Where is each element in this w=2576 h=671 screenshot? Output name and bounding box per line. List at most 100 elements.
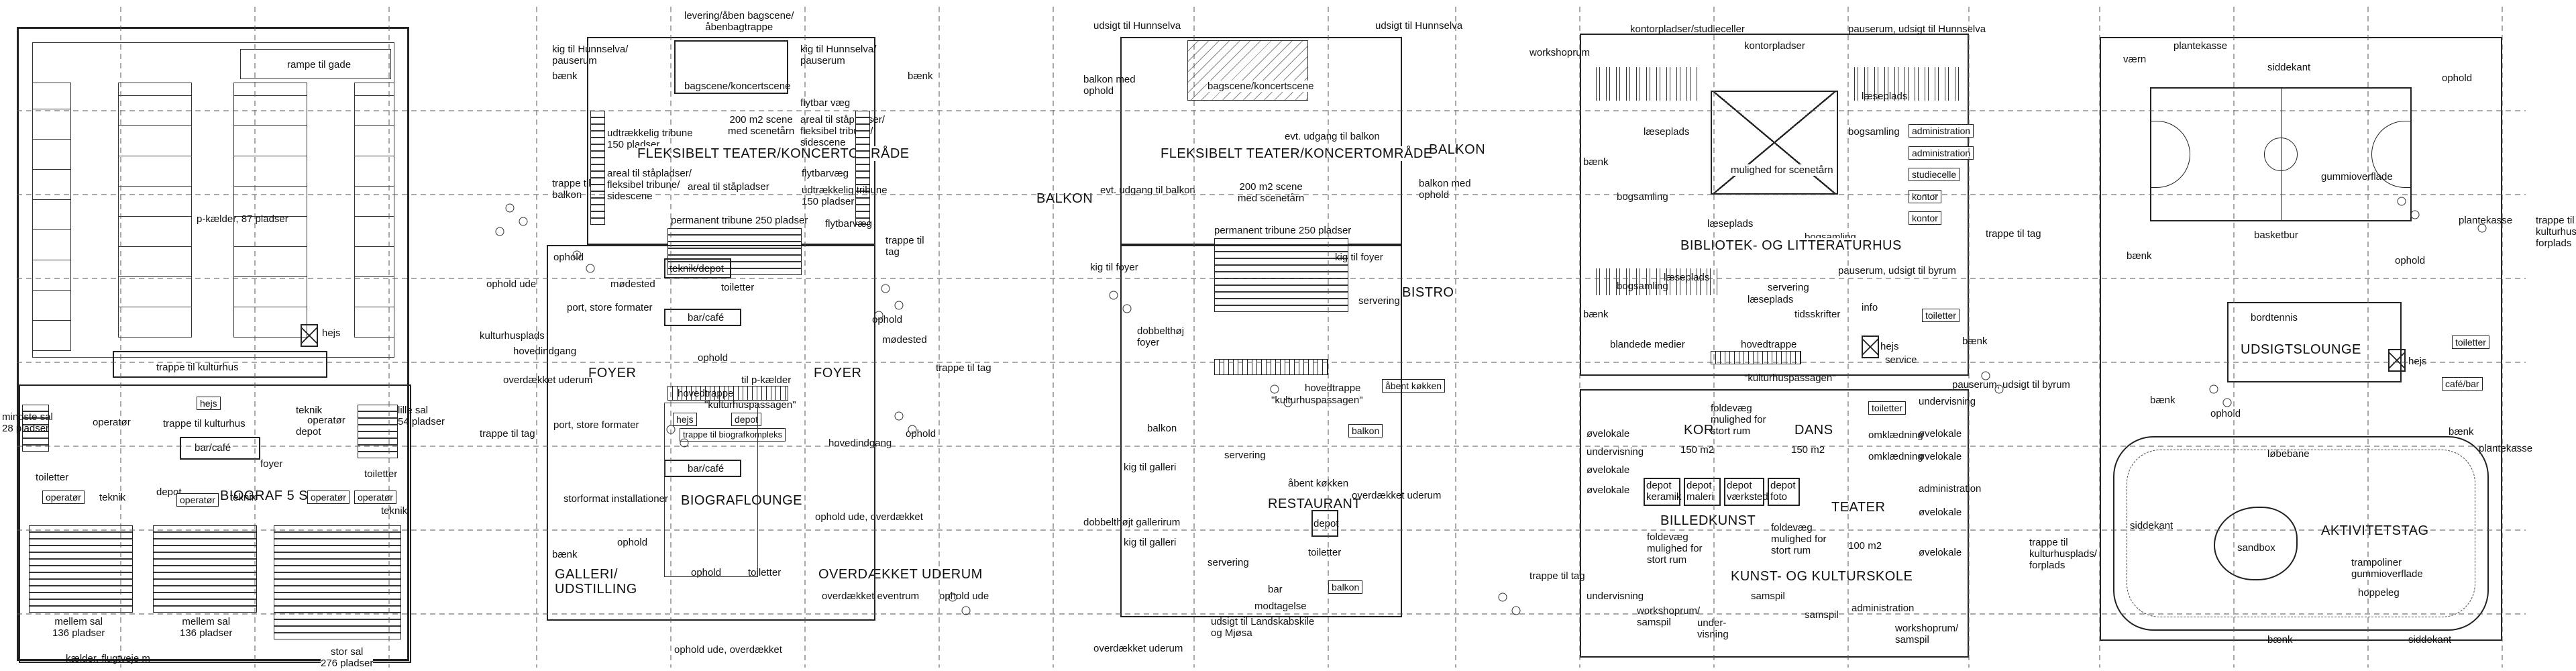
activity-roof-title: AKTIVITETSTAG — [2321, 523, 2429, 538]
ensemble-1: samspil — [1751, 590, 1785, 602]
stay-5: ophold — [617, 537, 648, 548]
stage-200-label: 200 m2 scene med scenetårn — [728, 114, 795, 137]
depot-painting-label: depot maleri — [1686, 480, 1714, 503]
teaching-4: under- visning — [1697, 617, 1729, 640]
serving-2: servering — [1224, 450, 1266, 461]
practice-5: øvelokale — [1587, 484, 1630, 496]
depot-label-1: depot — [296, 426, 321, 437]
meeting-place-2: mødested — [882, 334, 927, 346]
toilets: toiletter — [721, 282, 755, 293]
workshop-1: workshoprum — [1529, 47, 1591, 58]
stay-6: ophold — [691, 567, 722, 578]
folding-wall-2: foldevæg mulighed for stort rum — [1647, 531, 1703, 566]
depot-photo-label: depot foto — [1770, 480, 1796, 503]
stair-roof-2: trappe til tag — [1529, 570, 1585, 582]
smallest-hall-label: mindste sal 28 pladser — [2, 411, 53, 434]
seating-edge-1: siddekant — [2267, 62, 2311, 73]
balcony-2: balkon — [1348, 424, 1383, 437]
balcony-left: BALKON — [1036, 191, 1093, 206]
standing-area-1: areal til ståpladser/ fleksibel tribune/… — [800, 114, 885, 148]
folding-wall-3: foldevæg mulighed for stort rum — [1771, 522, 1827, 556]
reading-1: læseplads — [1862, 91, 1908, 102]
collection-2: bogsamling — [1617, 191, 1668, 203]
bar: bar — [1268, 584, 1283, 595]
stay-3: ophold — [2210, 408, 2241, 419]
balcony-floor-outline — [1120, 245, 1402, 617]
cinema-core — [664, 403, 758, 577]
bar-cafe: bar/café — [688, 312, 724, 323]
movable-wall-1: flytbar væg — [800, 97, 851, 109]
bench-2: bænk — [908, 70, 933, 82]
standing-area-3: areal til ståpladser — [688, 181, 769, 193]
toilets-2: toiletter — [1868, 401, 1906, 415]
basement-exit-label: kælder, flugtveje m — [66, 653, 150, 664]
main-stair: hovedtrappe — [1741, 339, 1797, 350]
teknik-label-3: teknik — [230, 492, 257, 503]
bench-1: bænk — [1583, 156, 1609, 168]
mixed-media: blandede medier — [1610, 339, 1685, 350]
dance-title: DANS — [1794, 423, 1833, 437]
stage-tower-option — [1711, 91, 1838, 195]
cinema-block — [19, 384, 411, 663]
bench-1: bænk — [552, 70, 578, 82]
study-cell: studiecelle — [1909, 168, 1960, 181]
gate-large-1: port, store formater — [567, 302, 653, 313]
covered-outdoor-title: OVERDÆKKET UDERUM — [818, 567, 983, 582]
stay-outdoor-covered-2: ophold ude, overdækket — [674, 644, 782, 656]
running-track-inner — [2127, 450, 2475, 617]
serving-3: servering — [1208, 557, 1249, 568]
view-foyer-1: kig til foyer — [1335, 252, 1383, 263]
office-seats: kontorpladser — [1744, 40, 1805, 52]
planter-2: plantekasse — [2459, 215, 2513, 226]
toilets-label-2: toiletter — [364, 468, 398, 480]
practice-7: øvelokale — [1919, 547, 1962, 558]
seating-edge-2: siddekant — [2130, 520, 2174, 531]
covered-outdoor-1: overdækket uderum — [503, 374, 593, 386]
workshop-3: workshoprum/ samspil — [1895, 623, 1959, 646]
lift-box: hejs — [673, 413, 697, 426]
practice-2: øvelokale — [1919, 428, 1962, 440]
office-2: kontor — [1909, 211, 1941, 225]
standing-area-2: areal til ståpladser/ fleksibel tribune/… — [607, 168, 692, 202]
changing-1: omklædning — [1868, 429, 1923, 441]
main-stair-label: hovedtrappe — [1305, 382, 1361, 394]
view-river-1: udsigt til Hunnselva — [1093, 20, 1181, 32]
service: service — [1885, 354, 1917, 366]
lift-label: hejs — [322, 327, 341, 339]
magazines: tidsskrifter — [1794, 309, 1841, 320]
permanent-tribune-seats — [667, 228, 802, 275]
stair-balcony: trappe til balkon — [552, 178, 591, 201]
lift: hejs — [1880, 341, 1899, 352]
operator-box-6: operatør — [354, 491, 396, 504]
planter-3: plantekasse — [2479, 443, 2533, 454]
stair-roof-1: trappe til tag — [1986, 228, 2041, 240]
teknik-depot-room — [664, 258, 731, 278]
practice-6: øvelokale — [1919, 507, 1962, 518]
parking-label: p-kælder, 87 pladser — [197, 213, 288, 225]
optional-exit-2: evt. udgang til balkon — [1100, 185, 1195, 196]
reading-4: læseplads — [1664, 272, 1710, 283]
depot-room — [1311, 510, 1338, 537]
break-room-river: pauserum, udsigt til Hunnselva — [1848, 23, 1986, 35]
reading-5: læseplads — [1748, 294, 1794, 305]
shelves-mid — [1590, 268, 1717, 295]
view-river-2: udsigt til Hunnselva — [1375, 20, 1463, 32]
stay-3: ophold — [698, 352, 729, 364]
practice-4: øvelokale — [1587, 464, 1630, 476]
running-track-label: løbebane — [2267, 448, 2310, 460]
cinema-stair: trappe til biografkompleks — [680, 428, 786, 442]
basket-cage: basketbur — [2254, 229, 2298, 241]
serving-1: servering — [1358, 295, 1400, 307]
stay-outdoor-2: ophold ude — [939, 590, 989, 602]
plan-kaelder: rampe til gade p-kælder, 87 pladser hejs… — [2, 27, 445, 669]
double-height-foyer: dobbelthøj foyer — [1137, 325, 1185, 348]
theatre-area: 100 m2 — [1848, 540, 1882, 552]
office-study: kontorpladser/studieceller — [1630, 23, 1745, 35]
small-hall-seats — [358, 405, 398, 458]
plan-1sal: workshoprum kontorpladser/studieceller k… — [1529, 23, 2070, 661]
teaching-2: undervisning — [1587, 446, 1644, 458]
culture-school-title: KUNST- OG KULTURSKOLE — [1731, 569, 1913, 584]
theatre-title: TEATER — [1831, 500, 1886, 515]
reception: modtagelse — [1254, 601, 1307, 612]
parking-bays-right — [354, 83, 394, 338]
